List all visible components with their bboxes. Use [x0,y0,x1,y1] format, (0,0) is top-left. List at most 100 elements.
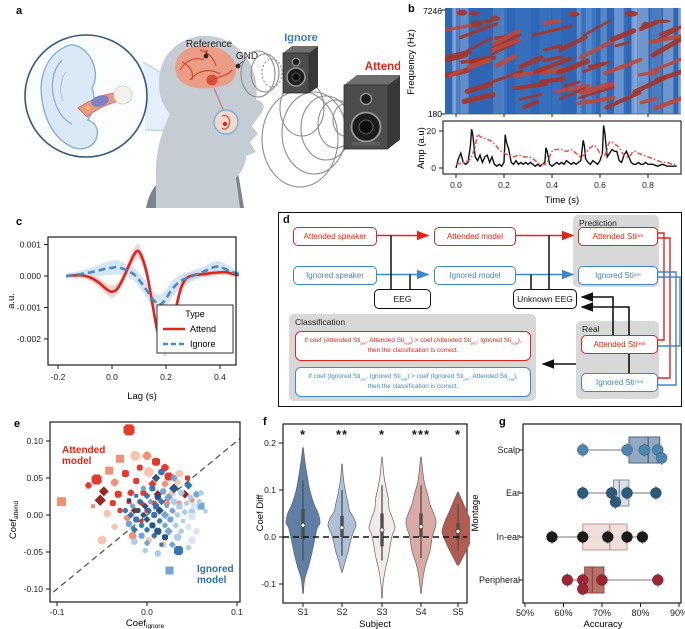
panel-e-label: e [14,418,20,430]
svg-text:60%: 60% [554,608,572,618]
svg-text:***: *** [412,427,430,442]
in-ear-electrode-illustration [213,109,239,135]
panel-g-accuracy-boxplot: g ScalpEarIn-earPeripheral50%60%70%80%90… [470,416,685,629]
panel-a-setup-illustration: a Reference GND [16,5,400,208]
ignore-label: Ignore [284,32,318,44]
legend-ignore-label: Ignore [190,339,216,349]
attended-model-box: Attended model [434,227,516,246]
svg-text:S3: S3 [376,607,387,617]
svg-text:-0.002: -0.002 [17,334,41,344]
trf-axes: 0.001 0.000 -0.001 -0.002 -0.2 0.0 0.2 0.4 [17,236,240,382]
trf-line-Attend [65,249,240,349]
accuracy-x-axis-label: Accuracy [583,619,622,629]
freq-min-tick: 180 [428,109,442,119]
eeg-box: EEG [374,289,431,309]
legend-attend-label: Attend [190,324,216,334]
attend-label: Attend [365,61,400,73]
freq-axis-label: Frequency (Hz) [406,29,417,94]
amp-axis-label: Amp (a.u) [416,127,427,169]
reference-electrode-dot [203,53,209,59]
attended-classification-rule: If coef (Attended Stipre, Attended Stire… [295,331,531,361]
svg-text:20: 20 [427,126,437,136]
svg-text:-0.001: -0.001 [17,303,41,313]
trf-legend: Type Attend Ignore [156,304,234,354]
svg-text:0.05: 0.05 [26,473,43,483]
svg-text:Ear: Ear [506,488,520,498]
attended-speaker-box: Attended speaker [293,227,377,246]
time-axis-label: Time (s) [545,195,579,206]
svg-text:0.4: 0.4 [214,372,226,382]
svg-text:0.0: 0.0 [450,180,462,190]
svg-text:Scalp: Scalp [497,445,520,455]
svg-text:-0.1: -0.1 [50,607,65,617]
accuracy-y-axis-label: Montage [470,495,481,532]
svg-text:S1: S1 [297,607,308,617]
svg-text:0.1: 0.1 [264,485,276,495]
panel-a-label: a [16,5,23,17]
svg-text:0.2: 0.2 [498,180,510,190]
svg-text:-0.05: -0.05 [24,547,44,557]
svg-text:-0.2: -0.2 [51,372,66,382]
svg-text:S4: S4 [415,607,426,617]
svg-text:0.0: 0.0 [106,372,118,382]
ignore-speaker-illustration [282,46,318,94]
svg-text:0.0: 0.0 [264,532,276,542]
panel-c-label: c [16,216,22,228]
ignored-speaker-box: Ignored speaker [293,266,377,285]
svg-text:-0.10: -0.10 [24,584,44,594]
violin-x-axis-label: Subject [359,619,391,629]
svg-text:0.00: 0.00 [26,510,43,520]
svg-text:0.001: 0.001 [20,240,42,250]
svg-text:0.000: 0.000 [20,271,42,281]
panel-g-label: g [499,416,506,428]
svg-text:0.8: 0.8 [642,180,654,190]
svg-text:*: * [300,427,306,442]
scatter-y-axis-label: Coefattend [8,501,20,540]
svg-text:0.1: 0.1 [231,607,243,617]
panel-f-coef-diff-violins: f *S1**S2*S3***S4*S50.20.10.0-0.1 Coef D… [255,416,470,629]
svg-text:S2: S2 [336,607,347,617]
amp-series-attended-envelope [455,125,677,169]
svg-text:70%: 70% [593,608,611,618]
ear-closeup-illustration [24,34,148,158]
panel-d-classification-diagram: d Prediction Real Classification [278,212,682,407]
trf-line-Ignore [65,265,240,306]
spectrogram [441,8,681,117]
svg-text:**: ** [336,427,348,442]
ignored-classification-rule: If coef (Ignored Stipre, Ignored Stireal… [295,367,531,397]
svg-text:0.6: 0.6 [594,180,606,190]
violin-S5 [441,492,470,566]
svg-text:*: * [455,427,461,442]
panel-d-label: d [283,214,290,226]
panel-c-trf-plot: c 0.001 0.000 -0.001 -0.002 -0.2 0.0 0.2 0.4 a.… [6,216,240,402]
unknown-eeg-box: Unknown EEG [513,289,577,309]
svg-text:0: 0 [431,163,436,173]
reference-label: Reference [186,39,233,50]
svg-text:*: * [379,427,385,442]
svg-text:90%: 90% [670,608,685,618]
svg-text:In-ear: In-ear [496,532,520,542]
svg-text:Peripheral: Peripheral [479,575,520,585]
svg-text:0.2: 0.2 [160,372,172,382]
freq-max-tick: 7246 [423,6,442,16]
svg-text:-0.1: -0.1 [261,579,276,589]
panel-b-label: b [408,3,415,15]
svg-text:0.10: 0.10 [26,436,43,446]
ignored-model-box: Ignored model [434,266,516,285]
svg-text:0.0: 0.0 [141,607,153,617]
trf-y-axis-label: a.u. [6,293,17,309]
svg-text:50%: 50% [516,608,534,618]
svg-text:S5: S5 [452,607,463,617]
violin-axes: *S1**S2*S3***S4*S50.20.10.0-0.1 [261,423,470,617]
attend-speaker-illustration [343,75,400,150]
legend-title: Type [185,309,205,319]
